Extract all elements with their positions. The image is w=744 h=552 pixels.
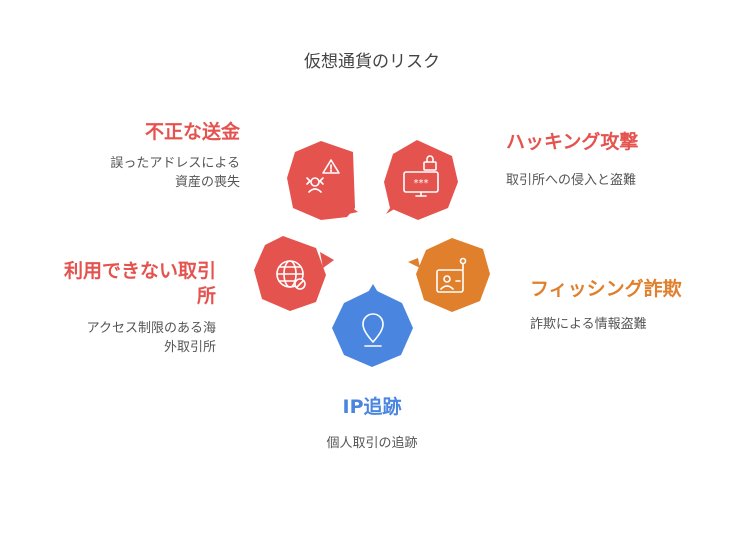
hexagon-phishing	[408, 238, 490, 312]
diagram-title: 仮想通貨のリスク	[304, 52, 440, 72]
desc-ip-tracking: 個人取引の追跡	[326, 436, 418, 451]
phishing-hook-icon	[436, 257, 467, 293]
label-unauthorized-transfer: 不正な送金	[144, 121, 240, 143]
label-phishing: フィッシング詐欺	[530, 278, 682, 300]
hexagon-hacking: ***	[384, 140, 458, 220]
label-hacking: ハッキング攻撃	[506, 131, 639, 153]
transfer-warning-icon	[306, 159, 340, 193]
location-pin-icon	[362, 313, 384, 347]
hexagon-unavailable-exchange	[254, 236, 334, 311]
hexagon-ip-tracking	[332, 284, 413, 367]
hexagon-unauthorized-transfer	[287, 141, 358, 220]
desc-unavailable-exchange: アクセス制限のある海 外取引所	[86, 321, 216, 355]
label-unavailable-exchange: 利用できない取引 所	[63, 260, 216, 307]
desc-phishing: 詐欺による情報盗難	[530, 317, 647, 332]
svg-text:***: ***	[414, 178, 429, 189]
desc-hacking: 取引所への侵入と盗難	[506, 173, 637, 188]
desc-unauthorized-transfer: 誤ったアドレスによる 資産の喪失	[110, 156, 240, 190]
label-ip-tracking: IP追跡	[342, 396, 402, 418]
blocked-globe-icon	[276, 260, 306, 290]
locked-monitor-icon: ***	[403, 155, 439, 197]
